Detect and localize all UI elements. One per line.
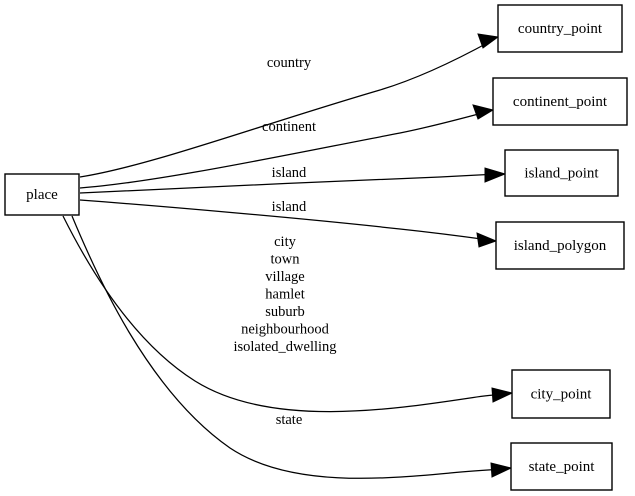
- edge-label-line: city: [274, 234, 296, 250]
- node-continent_point[interactable]: continent_point: [492, 77, 628, 126]
- node-label: state_point: [529, 459, 596, 475]
- node-label: island_point: [524, 165, 599, 181]
- edge-label: country: [267, 55, 312, 71]
- edge-label: state: [276, 412, 303, 428]
- edge-label-line: suburb: [265, 304, 304, 320]
- edge-label-line: continent: [262, 119, 316, 135]
- node-country_point[interactable]: country_point: [497, 4, 623, 53]
- edge-label: continent: [262, 119, 316, 135]
- edge-line: [79, 173, 499, 194]
- edge-line: [79, 111, 487, 189]
- edge-label: island: [272, 199, 307, 215]
- node-label: place: [26, 187, 58, 203]
- edge-arrowhead-icon: [472, 104, 495, 120]
- edge-label-line: state: [276, 412, 303, 428]
- edge-line: [71, 215, 505, 479]
- edge-label-line: neighbourhood: [241, 322, 330, 338]
- edge-place-island-point[interactable]: island: [79, 165, 507, 194]
- node-box: [497, 4, 623, 53]
- edge-arrowhead-icon: [476, 232, 498, 248]
- edge-label-line: island: [272, 165, 307, 181]
- node-box: [510, 442, 613, 491]
- edge-line: [79, 199, 490, 241]
- edge-arrowhead-icon: [491, 387, 514, 403]
- node-box: [4, 173, 80, 216]
- node-island_polygon[interactable]: island_polygon: [495, 221, 625, 270]
- edge-label-line: isolated_dwelling: [233, 339, 336, 355]
- edge-arrowhead-icon: [477, 33, 500, 49]
- node-city_point[interactable]: city_point: [511, 369, 611, 419]
- node-box: [492, 77, 628, 126]
- node-island_point[interactable]: island_point: [504, 149, 619, 197]
- edge-place-state-point[interactable]: state: [71, 215, 513, 479]
- node-state_point[interactable]: state_point: [510, 442, 613, 491]
- edge-label-line: island: [272, 199, 307, 215]
- edge-arrowhead-icon: [490, 462, 513, 478]
- node-place[interactable]: place: [4, 173, 80, 216]
- node-label: city_point: [531, 386, 593, 402]
- edge-place-continent-point[interactable]: continent: [79, 104, 495, 189]
- node-box: [504, 149, 619, 197]
- node-box: [511, 369, 611, 419]
- edge-label-line: town: [271, 252, 301, 268]
- edge-arrowhead-icon: [484, 167, 507, 183]
- edge-label-line: hamlet: [265, 287, 304, 303]
- edge-place-island-polygon[interactable]: island: [79, 199, 498, 248]
- edge-label-line: country: [267, 55, 312, 71]
- node-label: island_polygon: [514, 238, 607, 254]
- edge-place-country-point[interactable]: country: [79, 33, 500, 178]
- edge-label: island: [272, 165, 307, 181]
- node-box: [495, 221, 625, 270]
- node-label: country_point: [518, 21, 603, 37]
- edge-line: [79, 40, 492, 178]
- edge-label-line: village: [265, 269, 304, 285]
- node-label: continent_point: [513, 94, 608, 110]
